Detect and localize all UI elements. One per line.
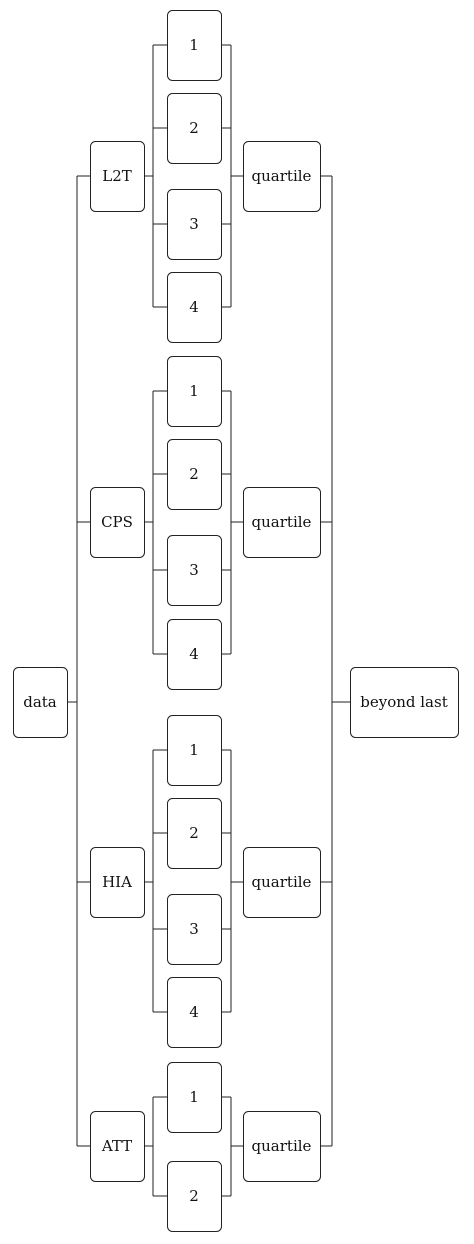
group-cps-item-3-node: 4 [167, 619, 222, 690]
group-l2t-quartile-node-box [243, 141, 321, 212]
group-l2t-item-1-node: 2 [167, 93, 222, 164]
group-hia-item-0-node-label: 1 [189, 741, 199, 759]
group-cps-quartile-node-label: quartile [252, 513, 312, 531]
group-att-item-1-node-box [167, 1161, 222, 1232]
root-node-data-box [13, 667, 68, 738]
group-cps-quartile-node: quartile [243, 487, 321, 558]
group-cps-item-0-node-box [167, 356, 222, 427]
group-att-item-1-node-label: 2 [189, 1187, 199, 1205]
group-att-quartile-node-label: quartile [252, 1137, 312, 1155]
sink-node-beyond-last-label: beyond last [360, 693, 447, 711]
group-l2t-quartile-node: quartile [243, 141, 321, 212]
group-att-item-0-node: 1 [167, 1062, 222, 1133]
group-att-node-box [90, 1111, 145, 1182]
group-hia-item-1-node: 2 [167, 798, 222, 869]
group-cps-node: CPS [90, 487, 145, 558]
root-node-data-label: data [23, 693, 57, 711]
group-l2t-node: L2T [90, 141, 145, 212]
group-hia-node-label: HIA [102, 873, 132, 891]
group-hia-item-3-node-label: 4 [189, 1003, 199, 1021]
group-cps-node-label: CPS [101, 513, 133, 531]
group-hia-item-3-node-box [167, 977, 222, 1048]
group-att-item-0-node-box [167, 1062, 222, 1133]
group-hia-node: HIA [90, 847, 145, 918]
group-l2t-item-1-node-box [167, 93, 222, 164]
group-hia-item-2-node-box [167, 894, 222, 965]
connector-lines [67, 44, 350, 1197]
group-cps-item-2-node-box [167, 535, 222, 606]
group-cps-item-3-node-box [167, 619, 222, 690]
group-l2t-item-0-node-box [167, 10, 222, 81]
group-cps-quartile-node-box [243, 487, 321, 558]
group-att-quartile-node: quartile [243, 1111, 321, 1182]
group-l2t-item-3-node-box [167, 272, 222, 343]
group-cps-item-3-node-label: 4 [189, 645, 199, 663]
group-hia-item-3-node: 4 [167, 977, 222, 1048]
group-l2t-item-0-node: 1 [167, 10, 222, 81]
group-l2t-item-0-node-label: 1 [189, 36, 199, 54]
group-att-node-label: ATT [101, 1137, 132, 1155]
group-hia-node-box [90, 847, 145, 918]
group-l2t-node-box [90, 141, 145, 212]
group-l2t-item-1-node-label: 2 [189, 119, 199, 137]
group-hia-item-2-node: 3 [167, 894, 222, 965]
group-hia-quartile-node: quartile [243, 847, 321, 918]
group-hia-item-1-node-label: 2 [189, 824, 199, 842]
group-l2t-item-3-node-label: 4 [189, 298, 199, 316]
group-cps-item-1-node: 2 [167, 439, 222, 510]
group-l2t-node-label: L2T [102, 167, 132, 185]
group-cps-node-box [90, 487, 145, 558]
group-cps-item-2-node-label: 3 [189, 561, 199, 579]
group-cps-item-0-node: 1 [167, 356, 222, 427]
sink-node-beyond-last-box [350, 667, 459, 738]
group-cps-item-1-node-label: 2 [189, 465, 199, 483]
group-att-item-0-node-label: 1 [189, 1088, 199, 1106]
group-hia-quartile-node-label: quartile [252, 873, 312, 891]
group-l2t-item-3-node: 4 [167, 272, 222, 343]
group-hia-item-1-node-box [167, 798, 222, 869]
root-node-data: data [13, 667, 68, 738]
sink-node-beyond-last: beyond last [350, 667, 459, 738]
group-l2t-quartile-node-label: quartile [252, 167, 312, 185]
group-hia-item-0-node: 1 [167, 715, 222, 786]
group-hia-quartile-node-box [243, 847, 321, 918]
group-att-quartile-node-box [243, 1111, 321, 1182]
group-cps-item-1-node-box [167, 439, 222, 510]
group-cps-item-0-node-label: 1 [189, 382, 199, 400]
group-cps-item-2-node: 3 [167, 535, 222, 606]
group-l2t-item-2-node-label: 3 [189, 215, 199, 233]
group-hia-item-2-node-label: 3 [189, 920, 199, 938]
group-l2t-item-2-node-box [167, 189, 222, 260]
group-hia-item-0-node-box [167, 715, 222, 786]
group-att-node: ATT [90, 1111, 145, 1182]
group-att-item-1-node: 2 [167, 1161, 222, 1232]
group-l2t-item-2-node: 3 [167, 189, 222, 260]
